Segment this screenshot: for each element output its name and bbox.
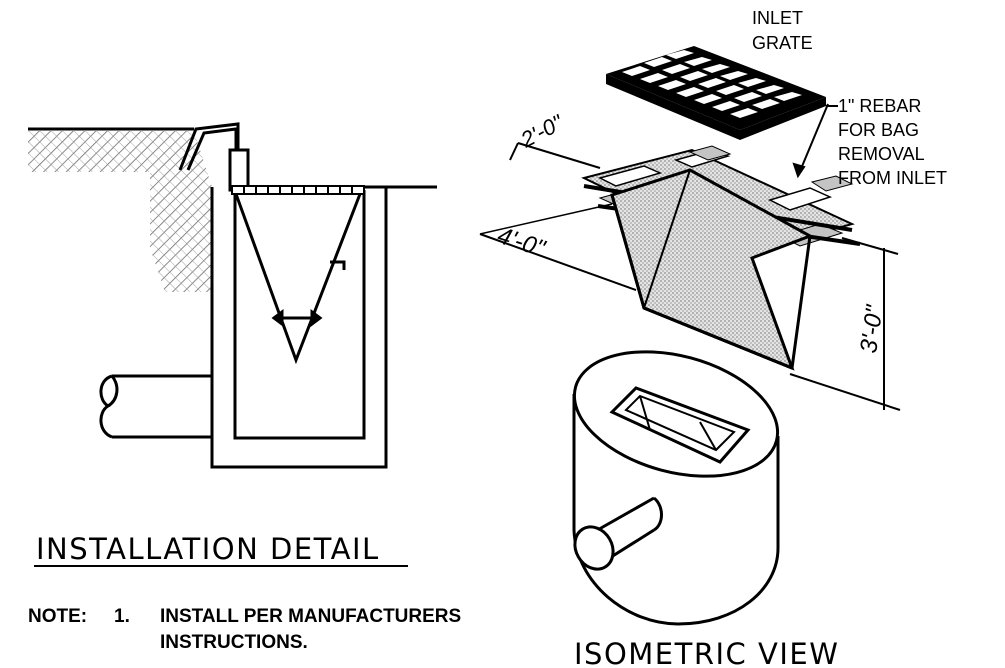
inlet-grate-label-1: INLET (752, 8, 803, 28)
filter-bag (234, 193, 362, 365)
inlet-structure-iso (572, 350, 780, 626)
inlet-grate-label-2: GRATE (752, 33, 813, 53)
isometric-view: 2'-0" 4'-0" 3'-0" (479, 8, 947, 668)
soil-hatch (28, 131, 212, 292)
isometric-title: ISOMETRIC VIEW (574, 637, 839, 668)
note-block: NOTE: 1. INSTALL PER MANUFACTURERS INSTR… (28, 606, 461, 653)
outlet-pipe (99, 374, 212, 439)
installation-detail: INSTALLATION DETAIL (28, 122, 437, 567)
note-line-1: INSTALL PER MANUFACTURERS (160, 606, 461, 627)
note-prefix: NOTE: (28, 606, 87, 627)
rebar-leader (792, 103, 829, 179)
dimension-length: 4'-0" (479, 203, 637, 291)
rebar-label-1: 1" REBAR (838, 96, 921, 116)
dimension-length-label: 4'-0" (494, 222, 549, 263)
grate-bars (231, 185, 365, 195)
inlet-structure (210, 187, 388, 469)
dimension-width: 2'-0" (509, 109, 601, 169)
note-number: 1. (114, 606, 130, 627)
rebar-label-3: REMOVAL (838, 144, 925, 164)
installation-title: INSTALLATION DETAIL (36, 532, 380, 566)
rebar-label-4: FROM INLET (838, 168, 947, 188)
note-line-2: INSTRUCTIONS. (160, 632, 308, 653)
filter-bag-iso (610, 168, 814, 371)
dimension-depth: 3'-0" (789, 237, 901, 411)
dimension-width-label: 2'-0" (516, 109, 568, 153)
inlet-grate (606, 46, 826, 140)
rebar-label-2: FOR BAG (838, 120, 919, 140)
